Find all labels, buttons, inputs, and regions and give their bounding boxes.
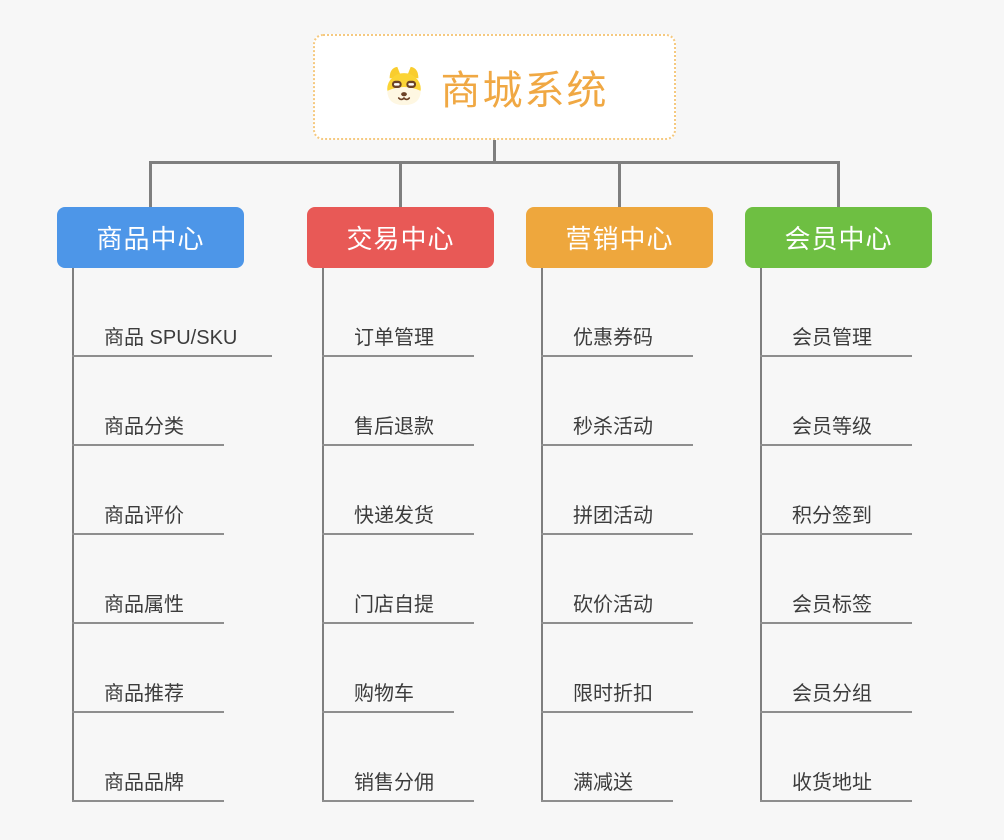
branch-node[interactable]: 交易中心 bbox=[307, 207, 494, 268]
mindmap-item[interactable]: 会员管理 bbox=[760, 317, 912, 357]
mindmap-item[interactable]: 满减送 bbox=[541, 762, 673, 802]
root-node[interactable]: 商城系统 bbox=[313, 34, 676, 140]
mindmap-item[interactable]: 积分签到 bbox=[760, 495, 912, 535]
mindmap-item[interactable]: 优惠券码 bbox=[541, 317, 693, 357]
connector-column-rail bbox=[541, 268, 543, 802]
mindmap-item[interactable]: 门店自提 bbox=[322, 584, 474, 624]
mindmap-item[interactable]: 砍价活动 bbox=[541, 584, 693, 624]
mindmap-item[interactable]: 商品分类 bbox=[72, 406, 224, 446]
connector-column-rail bbox=[72, 268, 74, 802]
mindmap-item[interactable]: 售后退款 bbox=[322, 406, 474, 446]
mindmap-item[interactable]: 秒杀活动 bbox=[541, 406, 693, 446]
mindmap-item[interactable]: 销售分佣 bbox=[322, 762, 474, 802]
connector-root-drop bbox=[493, 140, 496, 164]
connector-branch-drop bbox=[618, 161, 621, 207]
connector-column-rail bbox=[760, 268, 762, 802]
connector-branch-drop bbox=[399, 161, 402, 207]
connector-branch-drop bbox=[149, 161, 152, 207]
mindmap-item[interactable]: 会员标签 bbox=[760, 584, 912, 624]
mindmap-item[interactable]: 商品评价 bbox=[72, 495, 224, 535]
mindmap-item[interactable]: 会员等级 bbox=[760, 406, 912, 446]
mindmap-item[interactable]: 限时折扣 bbox=[541, 673, 693, 713]
mindmap-item[interactable]: 商品品牌 bbox=[72, 762, 224, 802]
root-title: 商城系统 bbox=[440, 69, 609, 113]
mindmap-item[interactable]: 拼团活动 bbox=[541, 495, 693, 535]
connector-bus bbox=[149, 161, 840, 164]
dog-icon bbox=[386, 66, 421, 106]
connector-column-rail bbox=[322, 268, 324, 802]
mindmap-item[interactable]: 商品推荐 bbox=[72, 673, 224, 713]
mindmap-item[interactable]: 快递发货 bbox=[322, 495, 474, 535]
connector-branch-drop bbox=[837, 161, 840, 207]
branch-node[interactable]: 商品中心 bbox=[57, 207, 244, 268]
mindmap-item[interactable]: 购物车 bbox=[322, 673, 454, 713]
mindmap-item[interactable]: 商品属性 bbox=[72, 584, 224, 624]
mindmap-item[interactable]: 订单管理 bbox=[322, 317, 474, 357]
branch-node[interactable]: 营销中心 bbox=[526, 207, 713, 268]
mindmap-item[interactable]: 收货地址 bbox=[760, 762, 912, 802]
mindmap-item[interactable]: 会员分组 bbox=[760, 673, 912, 713]
mindmap-item[interactable]: 商品 SPU/SKU bbox=[72, 317, 272, 357]
branch-node[interactable]: 会员中心 bbox=[745, 207, 932, 268]
